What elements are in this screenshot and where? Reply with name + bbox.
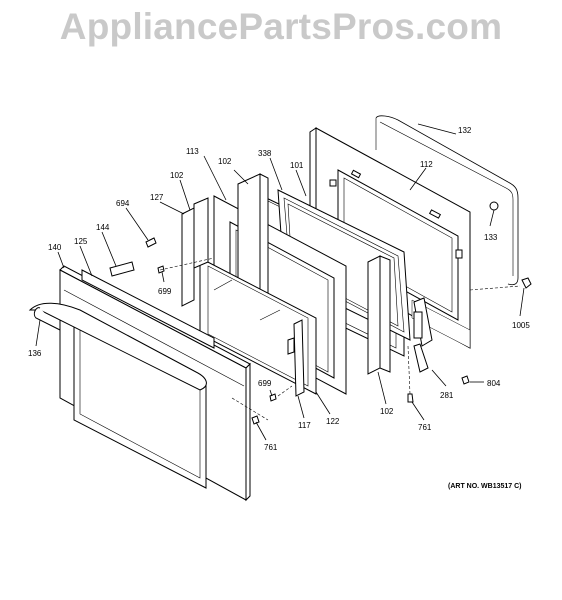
inner-door-liner: [309, 127, 521, 349]
callout-112: 112: [420, 160, 433, 169]
callout-125: 125: [74, 237, 88, 246]
art-number: (ART NO. WB13517 C): [448, 483, 522, 490]
door-handle: [28, 302, 207, 391]
callout-102-left: 102: [170, 171, 184, 180]
screw-694: [145, 237, 157, 248]
callout-144: 144: [96, 223, 110, 232]
callout-281: 281: [440, 391, 454, 400]
callout-804: 804: [487, 379, 501, 388]
callout-117: 117: [298, 421, 311, 430]
callout-102-right: 102: [380, 407, 394, 416]
door-gasket: [375, 115, 519, 286]
callout-699-upper: 699: [158, 287, 172, 296]
bracket-117: [293, 319, 305, 397]
callout-140: 140: [48, 243, 62, 252]
callout-113: 113: [186, 147, 199, 156]
clip-1005: [521, 277, 532, 289]
hinge-281: [413, 297, 433, 373]
callout-694: 694: [116, 199, 130, 208]
callout-136: 136: [28, 349, 42, 358]
screw-761-right: [407, 393, 414, 403]
callout-132: 132: [458, 126, 472, 135]
callout-122: 122: [326, 417, 340, 426]
vent-strip-125: [81, 269, 215, 349]
callout-101: 101: [290, 161, 304, 170]
bracket-144: [109, 261, 135, 277]
screw-699-lower: [269, 393, 277, 402]
channel-102-small: [193, 197, 209, 269]
callout-699-lower: 699: [258, 379, 272, 388]
screw-804: [461, 375, 470, 385]
callout-127: 127: [150, 193, 164, 202]
leader-lines: [35, 123, 525, 441]
callout-133: 133: [484, 233, 498, 242]
callout-1005: 1005: [512, 321, 530, 330]
callout-761-right: 761: [418, 423, 432, 432]
callout-761-left: 761: [264, 443, 278, 452]
spacer-127: [181, 207, 195, 307]
inner-glass-122: [199, 257, 317, 395]
callout-102-top: 102: [218, 157, 232, 166]
callout-338: 338: [258, 149, 272, 158]
side-channel-right: [367, 255, 381, 375]
screw-133: [489, 201, 499, 211]
site-watermark: AppliancePartsPros.com: [59, 6, 503, 47]
screw-761-left: [251, 415, 260, 425]
